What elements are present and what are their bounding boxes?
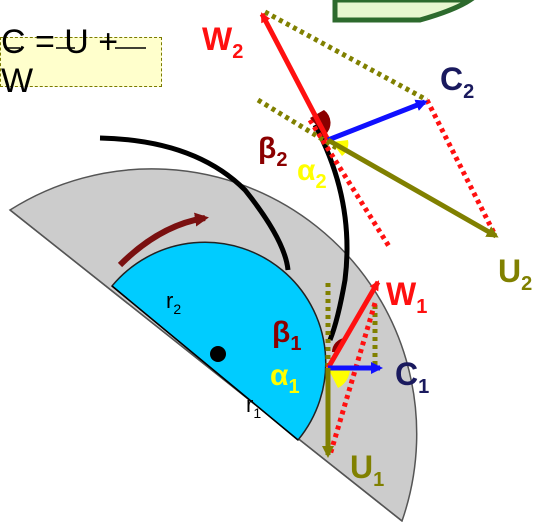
rotation-arrow bbox=[117, 212, 209, 268]
c2-vector bbox=[327, 99, 428, 143]
equation-text: C = U + W bbox=[1, 23, 119, 100]
blade-2 bbox=[312, 123, 350, 341]
c2-label: C2 bbox=[440, 61, 474, 103]
u2-label: U2 bbox=[498, 253, 532, 295]
top-box-shape bbox=[332, 0, 475, 23]
u2-vector bbox=[326, 137, 499, 239]
alpha1-label: α1 bbox=[270, 359, 300, 398]
w2-vector bbox=[259, 12, 331, 142]
blade-1 bbox=[99, 135, 291, 271]
hub-region bbox=[110, 241, 327, 442]
r2-label: r2 bbox=[166, 288, 181, 317]
beta2-label: β2 bbox=[258, 132, 287, 171]
w2-label: W2 bbox=[202, 21, 243, 63]
u1-label: U1 bbox=[350, 449, 384, 491]
alpha1-angle-marker bbox=[328, 368, 351, 388]
w1-vector bbox=[325, 280, 381, 370]
equation-box: C = U + W bbox=[0, 23, 162, 100]
blade-tangent-dotted-2 bbox=[307, 118, 393, 250]
c1-label: C1 bbox=[395, 356, 429, 398]
r1-label: r1 bbox=[246, 392, 261, 421]
center-dot bbox=[210, 346, 226, 362]
c2-u2-dotted-line bbox=[424, 98, 498, 237]
impeller-cut-line bbox=[9, 209, 403, 522]
w2-dotted-line bbox=[263, 9, 429, 103]
w1-label: W1 bbox=[386, 276, 427, 318]
alpha2-label: α2 bbox=[297, 154, 327, 193]
w1-dotted-line bbox=[327, 302, 378, 456]
beta1-label: β1 bbox=[272, 316, 301, 355]
radius-line bbox=[111, 285, 299, 441]
